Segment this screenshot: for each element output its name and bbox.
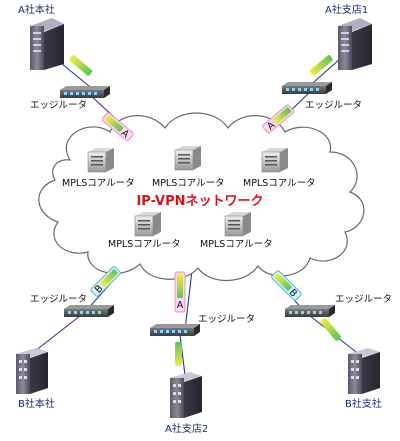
server-icon bbox=[30, 18, 64, 70]
site-label-a-branch2: A社支店2 bbox=[165, 422, 208, 435]
core-router-icon bbox=[224, 212, 251, 237]
core-router-label: MPLSコアルータ bbox=[62, 178, 135, 189]
vpn-tag-packet: A bbox=[101, 112, 134, 142]
building-icon bbox=[348, 348, 380, 394]
edge-router-icon bbox=[285, 305, 335, 317]
vpn-tag-packet: A bbox=[262, 104, 295, 134]
core-router-icon bbox=[174, 146, 201, 171]
edge-router-icon bbox=[150, 324, 200, 336]
edge-router-icon bbox=[60, 86, 110, 98]
site-label-a-branch1: A社支店1 bbox=[325, 3, 368, 16]
packet-icon bbox=[320, 317, 341, 341]
site-label-b-branch: B社支社 bbox=[345, 397, 382, 410]
building-icon bbox=[170, 372, 202, 418]
core-router-icon bbox=[134, 212, 161, 237]
edge-router-icon bbox=[282, 82, 332, 94]
link-a-br2 bbox=[179, 334, 186, 376]
vpn-tag-letter: A bbox=[177, 300, 184, 311]
packet-icon bbox=[69, 55, 93, 76]
edge-router-label: エッジルータ bbox=[335, 294, 392, 305]
vpn-tag-packet: B bbox=[90, 266, 121, 297]
packet-icon bbox=[175, 342, 182, 366]
vpn-tag-packet: B bbox=[271, 270, 302, 301]
core-router-label: MPLSコアルータ bbox=[243, 178, 316, 189]
network-title: IP-VPNネットワーク bbox=[136, 194, 263, 209]
site-label-b-hq: B社本社 bbox=[18, 397, 55, 410]
core-router-icon bbox=[87, 148, 114, 173]
link-b-hq bbox=[29, 311, 86, 356]
server-icon bbox=[338, 18, 372, 70]
packet-icon bbox=[309, 55, 333, 76]
core-router-icon bbox=[261, 148, 288, 173]
edge-router-label: エッジルータ bbox=[198, 314, 255, 325]
core-router-label: MPLSコアルータ bbox=[108, 239, 181, 250]
vpn-tag-packet: A bbox=[174, 271, 186, 313]
core-router-label: MPLSコアルータ bbox=[152, 178, 225, 189]
edge-router-icon bbox=[64, 305, 114, 317]
edge-router-label: エッジルータ bbox=[305, 100, 362, 111]
edge-router-label: エッジルータ bbox=[30, 294, 87, 305]
core-router-label: MPLSコアルータ bbox=[200, 239, 273, 250]
building-icon bbox=[16, 348, 48, 394]
site-label-a-hq: A社本社 bbox=[18, 3, 55, 16]
edge-router-label: エッジルータ bbox=[30, 100, 87, 111]
